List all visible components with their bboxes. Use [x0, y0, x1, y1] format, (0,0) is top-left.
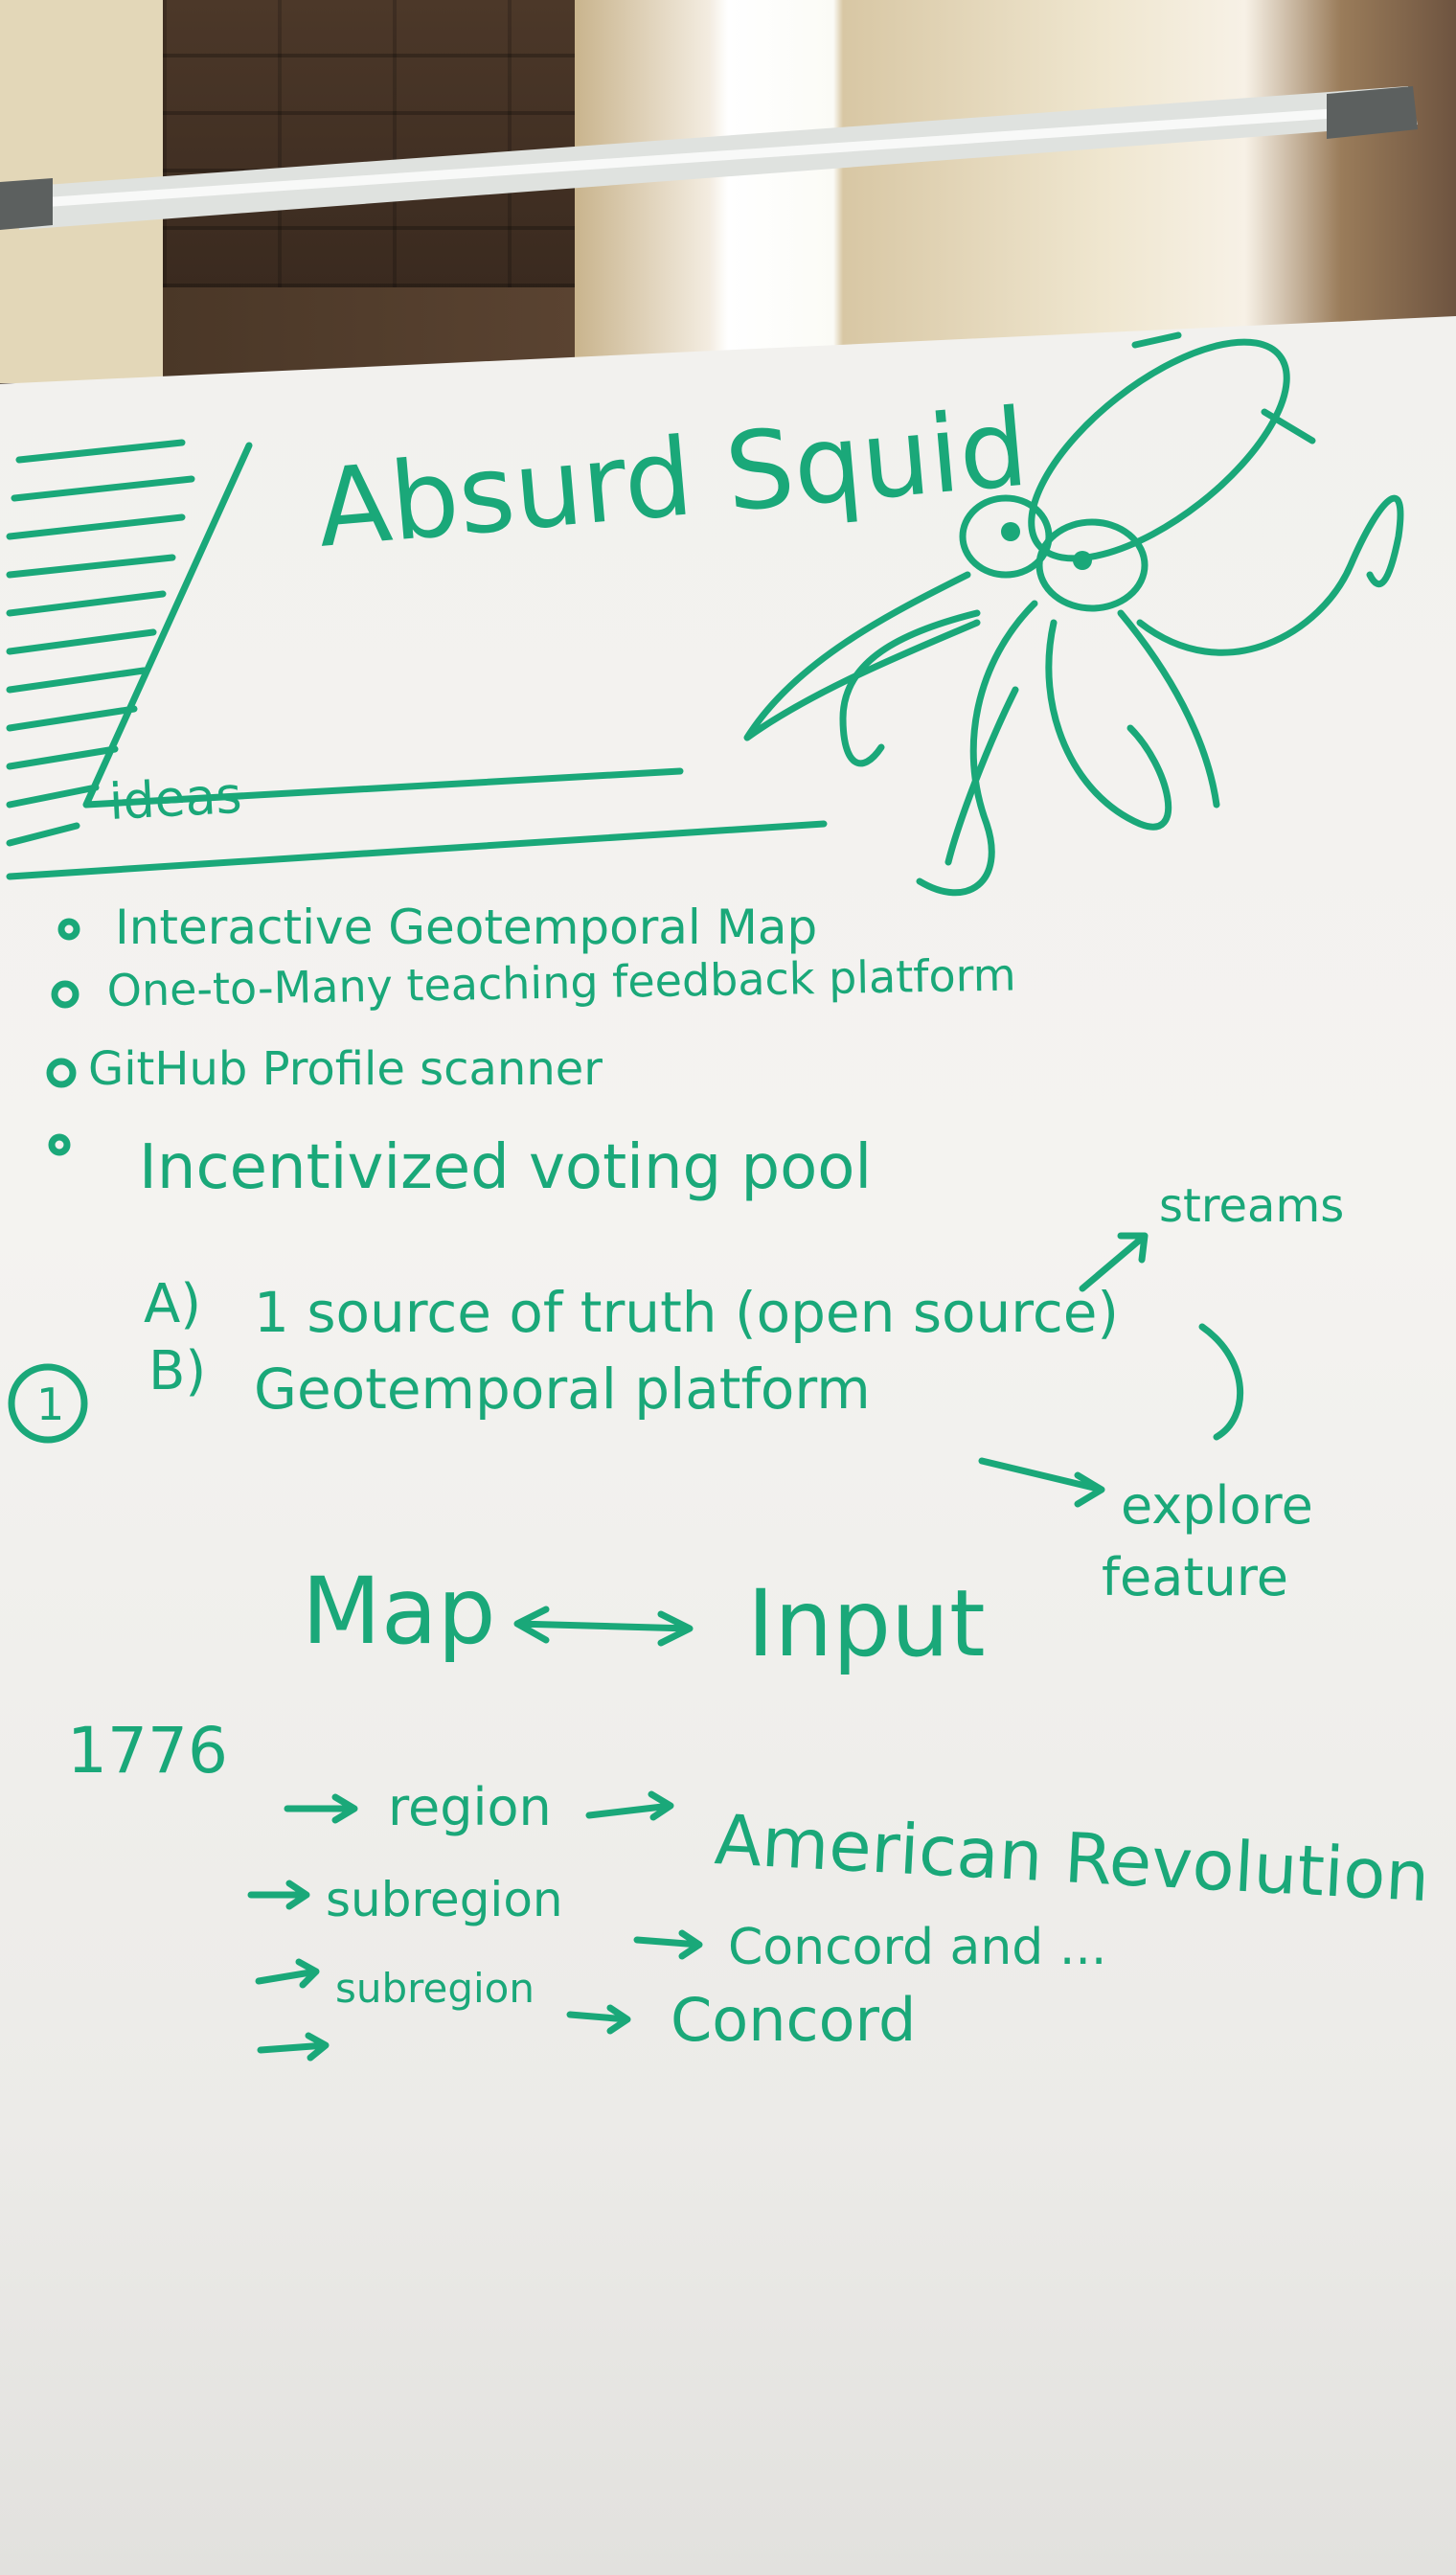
options-block: 1 A) 1 source of truth (open source) B) …: [8, 1179, 1344, 1607]
option-a-letter: A): [144, 1273, 201, 1335]
year-flow: 1776 region American Revolution subregio…: [67, 1714, 1431, 2062]
feature-note: feature: [1102, 1547, 1288, 1607]
explore-note: explore: [1121, 1475, 1313, 1536]
flow-subregion-1: subregion: [326, 1872, 563, 1927]
ideas-bottom-line: [6, 820, 828, 880]
brick-wall: [163, 0, 575, 287]
bullet-item: One-to-Many teaching feedback platform: [106, 948, 1016, 1016]
option-b-text: Geotemporal platform: [254, 1356, 871, 1422]
flow-concord: Concord: [671, 1985, 916, 2055]
ideas-bullet-list: Interactive Geotemporal Map One-to-Many …: [46, 900, 1016, 1203]
circled-number-ring: [8, 1363, 88, 1444]
squid-drawing: [743, 331, 1404, 897]
circled-number: 1: [36, 1379, 64, 1430]
map-label: Map: [302, 1558, 496, 1665]
streams-note: streams: [1159, 1179, 1344, 1233]
option-bracket: [1198, 1323, 1244, 1441]
year-label: 1776: [67, 1714, 228, 1788]
flipchart-rail: [0, 86, 1418, 230]
map-input-row: Map Input: [302, 1558, 986, 1677]
flow-concord-and: Concord and ...: [728, 1919, 1106, 1976]
flow-subregion-2: subregion: [335, 1965, 535, 2012]
bullet-item: Interactive Geotemporal Map: [115, 900, 817, 955]
bullet-item: Incentivized voting pool: [139, 1132, 872, 1203]
ideas-box-line: [82, 442, 684, 809]
explore-arrow: [978, 1457, 1105, 1508]
board-title: Absurd Squid: [312, 386, 1033, 572]
option-a-text: 1 source of truth (open source): [254, 1280, 1119, 1345]
flow-region: region: [388, 1777, 552, 1837]
option-b-letter: B): [148, 1340, 206, 1402]
ideas-label: ideas: [108, 767, 243, 832]
flow-american-revolution: American Revolution: [713, 1799, 1431, 1917]
streams-arrow: [1079, 1232, 1149, 1292]
bullet-item: GitHub Profile scanner: [88, 1042, 603, 1096]
input-label: Input: [747, 1570, 986, 1677]
double-arrow: [513, 1606, 694, 1647]
whiteboard-surface: [0, 316, 1456, 2575]
hatch-scribble: [6, 439, 195, 847]
